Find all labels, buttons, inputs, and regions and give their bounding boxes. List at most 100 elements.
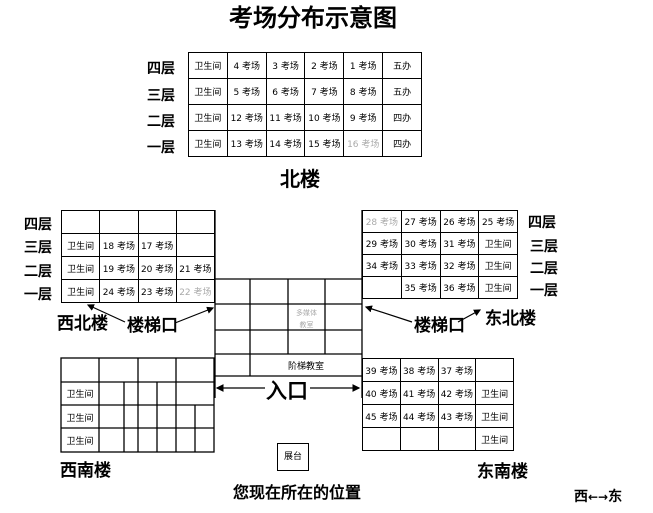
room-cell: 22 考场 (175, 279, 216, 303)
northwest-building-label: 西北楼 (57, 314, 108, 334)
room-cell: 五办 (382, 78, 422, 105)
you-are-here-label: 您现在所在的位置 (233, 483, 362, 502)
restroom: 卫生间 (66, 437, 94, 447)
room-cell: 5 考场 (226, 78, 267, 105)
room-cell: 43 考场 (437, 404, 477, 428)
room-cell: 卫生间 (60, 256, 101, 280)
arrow-icon (457, 309, 482, 323)
stage-box: 展台 (277, 443, 309, 471)
southwest-building-label: 西南楼 (60, 461, 111, 481)
room-cell: 19 考场 (99, 256, 139, 280)
room-cell: 16 考场 (343, 130, 384, 157)
room-cell: 13 考场 (226, 130, 267, 157)
room-cell: 8 考场 (343, 78, 384, 105)
lecture-hall: 阶梯教室 (287, 362, 324, 372)
multimedia-classroom: 多媒体 教室 (288, 307, 325, 331)
restroom: 卫生间 (66, 390, 94, 400)
page-title: 考场分布示意图 (229, 4, 397, 32)
room-cell: 四办 (382, 130, 422, 157)
floor-label: 一层 (530, 283, 558, 299)
floor-label: 三层 (24, 240, 52, 256)
room-cell: 3 考场 (265, 52, 306, 79)
floor-label: 二层 (24, 264, 52, 280)
floor-label: 二层 (530, 261, 558, 277)
floor-label: 一层 (147, 140, 175, 156)
room-cell: 9 考场 (343, 104, 384, 131)
arrow-icon (174, 306, 215, 324)
room-cell: 38 考场 (399, 358, 439, 382)
floor-label: 三层 (147, 88, 175, 104)
stairs-label-west: 楼梯口 (127, 316, 178, 336)
room-cell: 39 考场 (362, 358, 401, 382)
restroom: 卫生间 (66, 414, 94, 424)
southeast-building-label: 东南楼 (477, 462, 528, 482)
room-cell: 23 考场 (137, 279, 177, 303)
room-cell: 37 考场 (437, 358, 477, 382)
room-cell: 41 考场 (399, 381, 439, 405)
room-cell (399, 427, 439, 451)
room-cell: 卫生间 (475, 381, 514, 405)
room-cell: 14 考场 (265, 130, 306, 157)
room-cell: 卫生间 (188, 78, 228, 105)
room-cell: 11 考场 (265, 104, 306, 131)
room-cell: 10 考场 (304, 104, 345, 131)
floor-label: 二层 (147, 114, 175, 130)
room-cell: 五办 (382, 52, 422, 79)
room-cell: 7 考场 (304, 78, 345, 105)
room-cell (475, 358, 514, 382)
room-cell (437, 427, 477, 451)
arrow-icon (86, 304, 126, 323)
room-cell: 卫生间 (188, 130, 228, 157)
compass-west: 西 (574, 489, 588, 505)
room-cell: 20 考场 (137, 256, 177, 280)
floor-label: 四层 (24, 217, 52, 233)
center-building (214, 210, 363, 398)
multimedia-label: 多媒体 (296, 309, 317, 317)
room-cell (60, 210, 101, 234)
room-cell: 卫生间 (188, 104, 228, 131)
room-cell: 44 考场 (399, 404, 439, 428)
floor-label: 四层 (528, 215, 556, 231)
north-building-label: 北楼 (280, 167, 320, 191)
room-cell: 卫生间 (60, 279, 101, 303)
table-row: 卫生间 (362, 427, 514, 451)
room-cell: 17 考场 (137, 233, 177, 257)
entrance-label: 入口 (266, 379, 308, 403)
room-cell: 4 考场 (226, 52, 267, 79)
double-arrow-icon: ←→ (588, 490, 609, 504)
room-cell: 45 考场 (362, 404, 401, 428)
floor-label: 一层 (24, 287, 52, 303)
room-cell: 卫生间 (475, 427, 514, 451)
room-cell: 40 考场 (362, 381, 401, 405)
compass: 西←→东 (574, 486, 622, 506)
room-cell (362, 427, 401, 451)
arrow-icon (364, 305, 413, 323)
northeast-building-label: 东北楼 (485, 309, 536, 329)
room-cell: 卫生间 (478, 276, 518, 299)
room-cell: 15 考场 (304, 130, 345, 157)
room-cell: 42 考场 (437, 381, 477, 405)
room-cell: 卫生间 (475, 404, 514, 428)
stairs-label-east: 楼梯口 (414, 316, 465, 336)
floor-label: 四层 (147, 61, 175, 77)
